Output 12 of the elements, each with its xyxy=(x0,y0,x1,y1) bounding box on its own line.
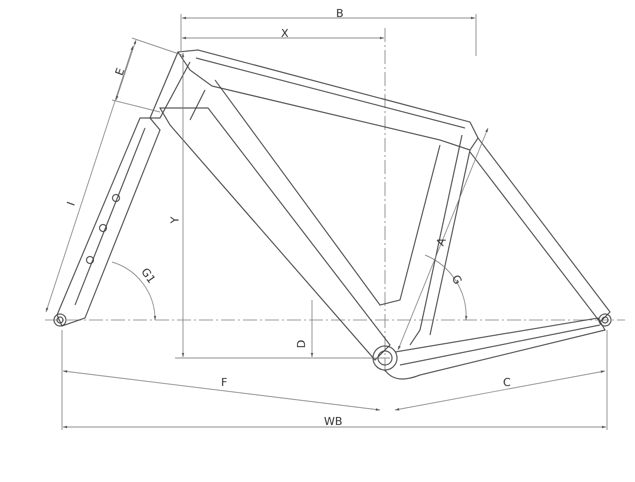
dimension-label: F xyxy=(221,377,228,389)
dimension-label: D xyxy=(296,340,308,348)
dimension-label: WB xyxy=(324,416,342,428)
dimension-label: G xyxy=(448,273,464,287)
dimension-label: I xyxy=(65,200,78,208)
dimension-label: C xyxy=(503,377,511,389)
dimension-label: X xyxy=(281,28,289,40)
dimension-label: Y xyxy=(169,216,182,224)
dimension-label: E xyxy=(114,66,128,78)
dimension-label: G1 xyxy=(138,266,158,286)
dimension-label: A xyxy=(434,236,449,248)
dimension-label: B xyxy=(336,8,344,20)
